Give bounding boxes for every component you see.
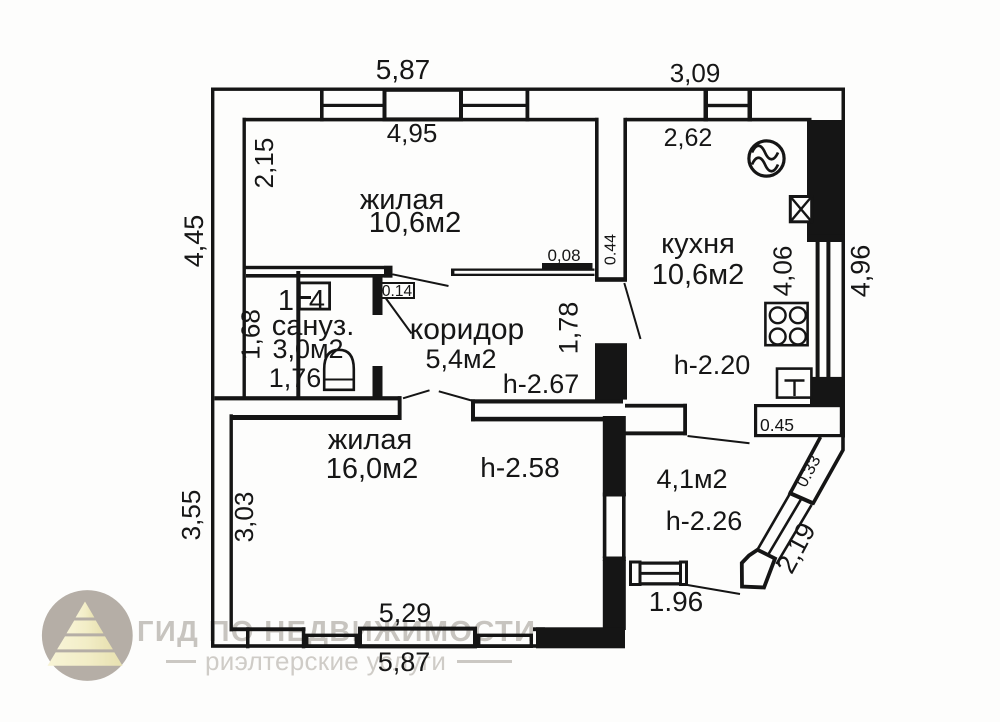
svg-text:5,87: 5,87 [378,647,431,677]
svg-text:4,1м2: 4,1м2 [656,464,727,494]
svg-text:1.96: 1.96 [649,586,704,617]
svg-text:h-2.58: h-2.58 [480,452,559,483]
svg-text:2,15: 2,15 [249,138,279,189]
svg-text:3,09: 3,09 [670,58,721,88]
svg-text:жилая: жилая [360,184,444,216]
svg-text:16,0м2: 16,0м2 [326,453,419,485]
svg-text:h-2.20: h-2.20 [674,350,751,380]
svg-text:2,62: 2,62 [664,124,713,152]
svg-text:5,4м2: 5,4м2 [425,344,496,374]
svg-text:0,08: 0,08 [547,246,580,265]
svg-text:кухня: кухня [661,228,735,260]
svg-text:10,6м2: 10,6м2 [369,207,462,239]
svg-text:4: 4 [309,285,325,317]
svg-text:0.44: 0.44 [603,234,620,265]
svg-text:h-2.67: h-2.67 [503,369,580,399]
svg-text:1,76: 1,76 [269,363,322,393]
svg-text:жилая: жилая [328,424,412,456]
svg-text:4,45: 4,45 [179,215,209,268]
svg-text:4,95: 4,95 [387,118,438,148]
svg-text:4,96: 4,96 [846,245,876,298]
svg-text:3,55: 3,55 [176,490,206,541]
svg-text:ГИД ПО НЕДВИЖИМОСТИ: ГИД ПО НЕДВИЖИМОСТИ [137,616,536,648]
svg-text:риэлтерские услуги: риэлтерские услуги [205,646,446,676]
svg-text:0.45: 0.45 [760,415,794,435]
svg-text:1,68: 1,68 [236,309,266,360]
svg-text:1,78: 1,78 [554,302,584,355]
svg-text:0.14: 0.14 [382,283,413,300]
svg-text:1: 1 [278,285,294,317]
svg-text:5,29: 5,29 [379,598,432,628]
svg-text:сануз.: сануз. [272,310,355,342]
svg-text:3,0м2: 3,0м2 [272,334,343,364]
svg-text:h-2.26: h-2.26 [666,506,743,536]
svg-text:4,06: 4,06 [768,246,798,297]
svg-text:коридор: коридор [410,313,524,346]
svg-text:5,87: 5,87 [376,54,431,85]
svg-text:10,6м2: 10,6м2 [652,259,745,291]
svg-text:3,03: 3,03 [229,492,259,543]
